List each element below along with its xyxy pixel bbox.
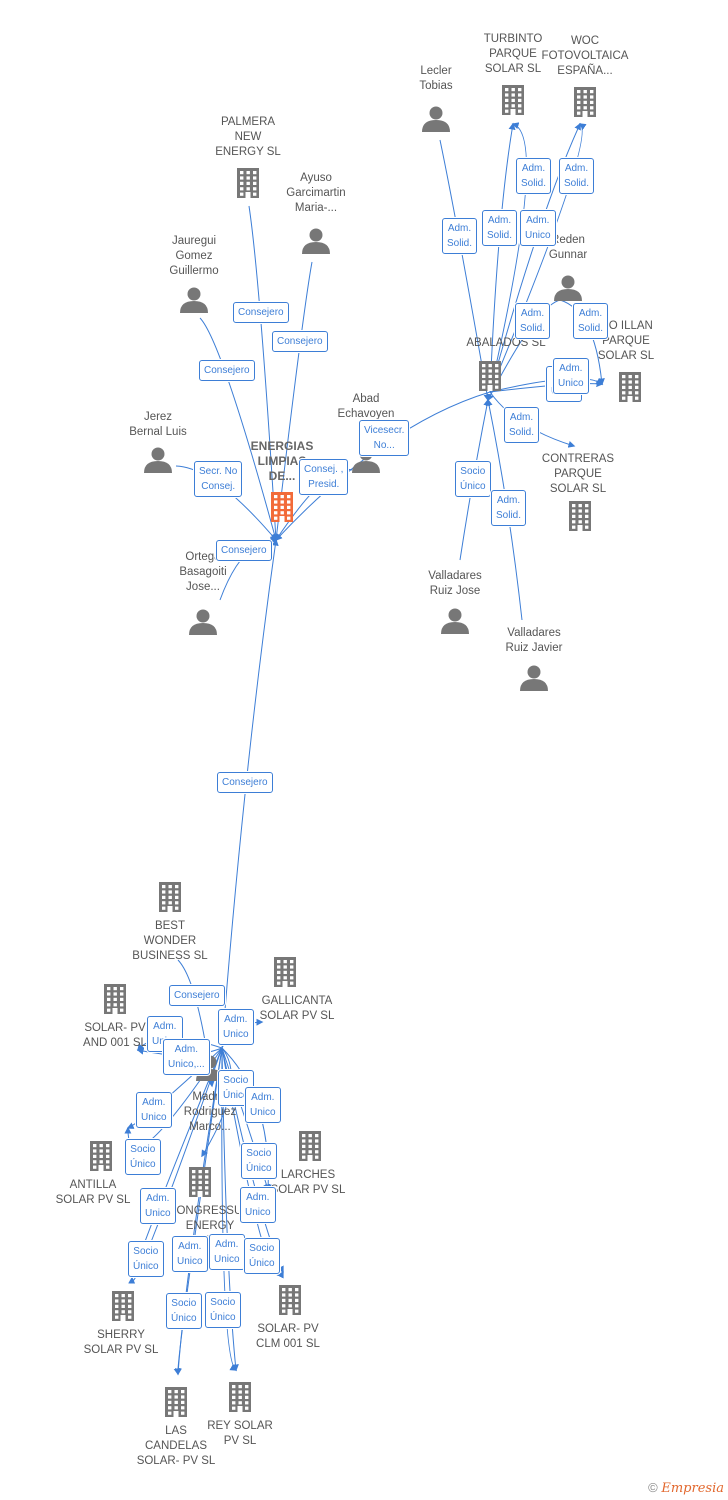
edge-madrid-sherry	[128, 1047, 223, 1284]
building-icon-solarand[interactable]	[104, 984, 126, 1014]
building-icon-antilla[interactable]	[90, 1141, 112, 1171]
edge-label[interactable]: Adm. Unico	[140, 1188, 176, 1224]
node-label-jauregui[interactable]: Jauregui Gomez Guillermo	[169, 235, 219, 277]
edge-label[interactable]: Socio Único	[125, 1139, 161, 1175]
person-icon-lecler[interactable]	[422, 106, 450, 133]
node-label-solarclm[interactable]: SOLAR- PV CLM 001 SL	[256, 1323, 320, 1350]
edge-label[interactable]: Socio Único	[205, 1292, 241, 1328]
node-label-palmera[interactable]: PALMERA NEW ENERGY SL	[215, 116, 281, 158]
building-icon-gallicanta[interactable]	[274, 957, 296, 987]
edge-label[interactable]: Adm. Unico,...	[163, 1039, 210, 1075]
edge-palmera-energias	[248, 205, 280, 542]
building-icon-sherry[interactable]	[112, 1291, 134, 1321]
edge-jauregui-energias	[199, 317, 278, 542]
building-icon-turbinto[interactable]	[502, 85, 524, 115]
node-label-sherry[interactable]: SHERRY SOLAR PV SL	[83, 1329, 159, 1356]
edge-label[interactable]: Adm. Solid.	[516, 158, 552, 194]
building-icon-palmera[interactable]	[237, 168, 259, 198]
node-label-lecler[interactable]: Lecler Tobias	[419, 65, 453, 92]
edge-label[interactable]: Adm. Unico	[240, 1187, 276, 1223]
edge-label[interactable]: Adm. Unico	[553, 358, 589, 394]
edge-label[interactable]: Adm. Solid.	[491, 490, 527, 526]
footer: © Empresia	[648, 1480, 724, 1496]
node-label-solarand[interactable]: SOLAR- PV AND 001 SL	[83, 1022, 147, 1049]
building-icon-solarclm[interactable]	[279, 1285, 301, 1315]
node-label-jerez[interactable]: Jerez Bernal Luis	[129, 411, 187, 438]
person-icon-ayuso[interactable]	[302, 228, 330, 255]
node-label-vjavier[interactable]: Valladares Ruiz Javier	[505, 627, 563, 654]
edge-label[interactable]: Consej. , Presid.	[299, 459, 349, 495]
edge-label[interactable]: Adm. Unico	[209, 1234, 245, 1270]
node-label-turbinto[interactable]: TURBINTO PARQUE SOLAR SL	[483, 33, 543, 75]
edge-label[interactable]: Adm. Solid.	[504, 407, 540, 443]
edge-label[interactable]: Adm. Unico	[136, 1092, 172, 1128]
edge-label[interactable]: Consejero	[217, 772, 273, 793]
edge-label[interactable]: Socio Único	[455, 461, 491, 497]
edge-label[interactable]: Secr. No Consej.	[194, 461, 243, 497]
building-icon-energias[interactable]	[271, 492, 293, 522]
building-icon-congressum[interactable]	[189, 1167, 211, 1197]
edge-label[interactable]: Vicesecr. No...	[359, 420, 410, 456]
edge-label[interactable]: Adm. Solid.	[573, 303, 609, 339]
node-label-larches[interactable]: LARCHES SOLAR PV SL	[270, 1169, 346, 1196]
person-icon-reden[interactable]	[554, 275, 582, 302]
edge-label[interactable]: Adm. Unico	[245, 1087, 281, 1123]
building-icon-contreras[interactable]	[569, 501, 591, 531]
edge-label[interactable]: Socio Único	[128, 1241, 164, 1277]
edge-label[interactable]: Adm. Solid.	[482, 210, 518, 246]
edge-label[interactable]: Adm. Solid.	[515, 303, 551, 339]
node-label-illan[interactable]: ...O ILLAN PARQUE SOLAR SL	[597, 320, 655, 362]
edge-label[interactable]: Consejero	[199, 360, 255, 381]
node-label-abalados[interactable]: ABALADOS SL	[466, 337, 546, 349]
edge-label[interactable]: Consejero	[272, 331, 328, 352]
person-icon-jauregui[interactable]	[180, 287, 208, 314]
edge-abalados-turbinto	[489, 122, 528, 393]
node-label-gallicanta[interactable]: GALLICANTA SOLAR PV SL	[259, 995, 335, 1022]
edge-madrid-solarclm	[221, 1047, 284, 1279]
edge-label[interactable]: Consejero	[233, 302, 289, 323]
node-label-ortega[interactable]: Ortega Basagoiti Jose...	[179, 551, 227, 593]
node-label-woc[interactable]: WOC FOTOVOLTAICA ESPAÑA...	[541, 35, 629, 77]
edge-label[interactable]: Adm. Solid.	[442, 218, 478, 254]
edge-label[interactable]: Adm. Solid.	[559, 158, 595, 194]
node-label-rey[interactable]: REY SOLAR PV SL	[207, 1420, 273, 1447]
node-label-contreras[interactable]: CONTRERAS PARQUE SOLAR SL	[541, 453, 615, 495]
node-label-reden[interactable]: Reden Gunnar	[548, 234, 588, 261]
edge-label[interactable]: Adm. Unico	[218, 1009, 254, 1045]
node-label-ayuso[interactable]: Ayuso Garcimartin Maria-...	[286, 172, 346, 214]
edge-label[interactable]: Adm. Unico	[520, 210, 556, 246]
person-icon-vjavier[interactable]	[520, 665, 548, 692]
node-label-antilla[interactable]: ANTILLA SOLAR PV SL	[55, 1179, 131, 1206]
node-label-vjose[interactable]: Valladares Ruiz Jose	[428, 570, 482, 597]
edge-madrid-candelas	[173, 1047, 223, 1376]
edge-label[interactable]: Socio Único	[244, 1238, 280, 1274]
edge-label[interactable]: Socio Único	[166, 1293, 202, 1329]
brand-logo[interactable]: Empresia	[661, 1481, 724, 1496]
building-icon-woc[interactable]	[574, 87, 596, 117]
building-icon-candelas[interactable]	[165, 1387, 187, 1417]
edge-madrid-rey	[221, 1047, 238, 1371]
node-label-best[interactable]: BEST WONDER BUSINESS SL	[132, 920, 208, 962]
edge-label[interactable]: Consejero	[216, 540, 272, 561]
building-icon-rey[interactable]	[229, 1382, 251, 1412]
edge-label[interactable]: Adm. Unico	[172, 1236, 208, 1272]
edge-label[interactable]: Consejero	[169, 985, 225, 1006]
building-icon-best[interactable]	[159, 882, 181, 912]
node-label-energias[interactable]: ENERGIAS LIMPIAS DE...	[250, 439, 314, 483]
edge-madrid-energias	[221, 538, 279, 1049]
copyright-symbol: ©	[648, 1480, 658, 1495]
node-label-candelas[interactable]: LAS CANDELAS SOLAR- PV SL	[136, 1425, 216, 1467]
person-icon-ortega[interactable]	[189, 609, 217, 636]
building-icon-abalados[interactable]	[479, 361, 501, 391]
edge-ayuso-energias	[273, 261, 313, 542]
person-icon-jerez[interactable]	[144, 447, 172, 474]
edge-label[interactable]: Socio Único	[241, 1143, 277, 1179]
building-icon-larches[interactable]	[299, 1131, 321, 1161]
person-icon-vjose[interactable]	[441, 608, 469, 635]
building-icon-illan[interactable]	[619, 372, 641, 402]
